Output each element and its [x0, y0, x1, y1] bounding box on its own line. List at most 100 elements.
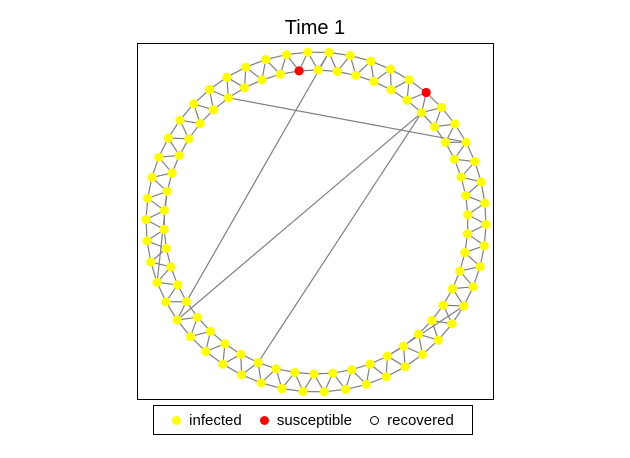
node-infected: [470, 157, 480, 167]
node-infected: [438, 300, 448, 310]
node-infected: [181, 297, 192, 307]
node-infected: [480, 198, 490, 208]
node-infected: [192, 312, 203, 322]
node-infected: [167, 168, 177, 178]
node-infected: [340, 384, 351, 394]
node-infected: [433, 335, 443, 345]
node-infected: [460, 248, 470, 258]
shortcut-edge: [257, 112, 423, 363]
shortcut-edge: [185, 52, 330, 302]
node-infected: [328, 368, 338, 378]
node-susceptible: [421, 87, 431, 98]
node-infected: [142, 236, 152, 246]
node-infected: [275, 69, 285, 79]
node-infected: [468, 282, 478, 292]
shortcut-edge: [228, 97, 467, 143]
node-infected: [436, 102, 447, 112]
node-infected: [385, 64, 396, 74]
node-infected: [147, 172, 157, 182]
legend-item-infected: infected: [172, 412, 242, 429]
susceptible-marker-icon: [259, 415, 269, 425]
node-infected: [253, 357, 263, 368]
node-infected: [413, 329, 424, 339]
legend-label-susceptible: susceptible: [276, 411, 352, 429]
node-infected: [345, 50, 355, 61]
node-infected: [440, 137, 451, 147]
node-infected: [369, 76, 379, 87]
node-infected: [161, 243, 171, 253]
node-infected: [271, 364, 281, 374]
node-infected: [152, 277, 162, 287]
node-infected: [159, 205, 169, 215]
legend-label-recovered: recovered: [387, 411, 454, 429]
node-infected: [184, 134, 194, 144]
node-susceptible: [294, 66, 304, 76]
shortcut-edge: [176, 112, 422, 321]
node-infected: [449, 154, 459, 164]
node-infected: [417, 108, 427, 118]
node-infected: [399, 341, 409, 351]
node-infected: [257, 75, 267, 85]
node-infected: [208, 105, 219, 115]
shortcut-edge: [387, 305, 465, 357]
node-infected: [456, 172, 466, 182]
plot-frame: [137, 43, 494, 400]
node-infected: [236, 349, 246, 359]
node-infected: [298, 386, 308, 397]
node-infected: [417, 349, 428, 360]
node-infected: [189, 99, 199, 109]
node-infected: [161, 297, 171, 307]
legend: infected susceptible recovered: [153, 405, 473, 435]
node-infected: [173, 280, 183, 290]
node-infected: [281, 50, 292, 60]
node-infected: [448, 284, 458, 294]
node-infected: [463, 229, 473, 239]
node-infected: [290, 367, 300, 378]
node-infected: [175, 115, 185, 125]
node-infected: [313, 65, 323, 75]
node-infected: [143, 193, 153, 203]
node-infected: [461, 137, 471, 147]
node-infected: [223, 93, 233, 103]
node-infected: [174, 150, 184, 160]
node-infected: [240, 83, 250, 93]
node-infected: [455, 266, 465, 276]
node-infected: [332, 66, 342, 77]
node-infected: [277, 383, 287, 394]
node-infected: [324, 47, 334, 58]
node-infected: [146, 257, 156, 267]
node-infected: [309, 369, 319, 379]
node-infected: [402, 95, 412, 105]
legend-item-recovered: recovered: [370, 412, 454, 429]
node-infected: [400, 362, 410, 372]
node-infected: [185, 332, 196, 342]
node-infected: [236, 370, 247, 380]
node-infected: [461, 191, 471, 201]
node-infected: [220, 339, 230, 349]
node-infected: [351, 70, 361, 80]
infected-marker-icon: [172, 415, 182, 425]
node-infected: [450, 119, 460, 129]
node-infected: [218, 359, 228, 369]
node-infected: [241, 62, 251, 72]
node-infected: [256, 378, 266, 388]
node-infected: [459, 301, 469, 311]
node-infected: [361, 379, 371, 389]
node-infected: [141, 215, 151, 225]
node-infected: [319, 387, 329, 397]
node-infected: [476, 177, 486, 187]
node-infected: [427, 315, 437, 326]
node-infected: [195, 118, 205, 129]
node-infected: [205, 326, 215, 336]
node-infected: [404, 75, 414, 85]
node-infected: [365, 359, 375, 369]
node-infected: [382, 351, 392, 361]
node-infected: [347, 365, 357, 375]
node-infected: [162, 186, 172, 196]
node-infected: [386, 85, 396, 95]
recovered-marker-icon: [370, 415, 380, 425]
node-infected: [303, 47, 313, 57]
node-infected: [481, 219, 491, 229]
node-infected: [366, 56, 376, 66]
